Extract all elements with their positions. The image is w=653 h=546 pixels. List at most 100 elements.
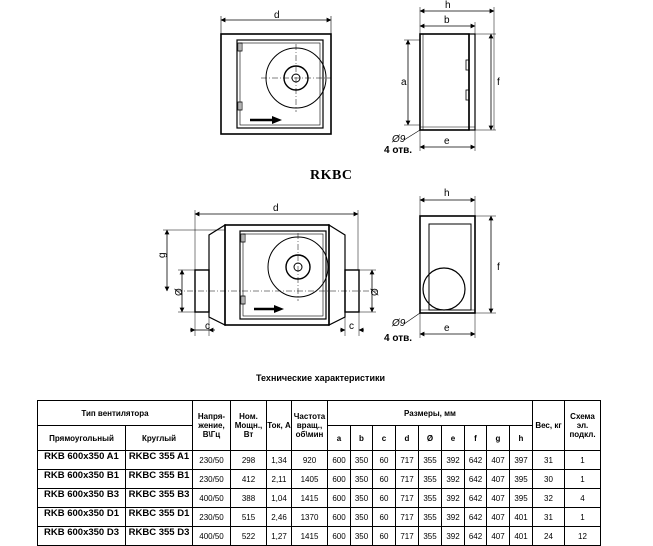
dim-value-cell: 350 [350,469,373,489]
dim-value-cell: 642 [464,526,487,546]
model-rect: RKB 600x350 D1 [44,508,119,519]
weight-cell: 30 [532,469,565,489]
dim-label-e-2: e [444,323,450,334]
dim-value-cell: 395 [509,488,533,508]
model-round-cell: RKBC 355 D3 [125,526,193,546]
dim-label-d-2: d [273,203,279,214]
dim-value-cell: 642 [464,469,487,489]
header-dims: Размеры, мм [327,400,533,426]
model-rect: RKB 600x350 B1 [44,470,119,481]
model-round: RKBC 355 D3 [128,527,190,538]
model-rect-cell: RKB 600x350 B1 [37,469,126,489]
header-power: Ном. Мощн., Вт [230,400,267,451]
dim-value-cell: 717 [395,469,419,489]
weight-cell: 24 [532,526,565,546]
scheme-cell: 1 [564,450,601,470]
model-round-cell: RKBC 355 D1 [125,507,193,527]
rkbc-side-view [403,196,496,338]
dim-value-cell: 717 [395,526,419,546]
dim-value-cell: 392 [441,526,465,546]
dim-value-cell: 717 [395,507,419,527]
header-dim-f: f [464,425,487,451]
model-rect: RKB 600x350 A1 [44,451,119,462]
header-round: Круглый [125,425,193,451]
table-caption: Технические характеристики [256,373,386,383]
model-round: RKBC 355 A1 [128,451,190,462]
dim-value-cell: 392 [441,450,465,470]
dim-label-phi-left: Ø [174,288,185,296]
rkbc-front-view [163,210,378,336]
header-current: Ток, А [266,400,292,451]
dim-value-cell: 60 [372,488,396,508]
dim-value-cell: 600 [327,488,351,508]
rkb-side-view [403,7,496,151]
model-round-cell: RKBC 355 A1 [125,450,193,470]
model-rect-cell: RKB 600x350 D1 [37,507,126,527]
power-cell: 412 [230,469,267,489]
current-cell: 2,46 [266,507,292,527]
voltage-cell: 400/50 [192,488,231,508]
header-dim-e: e [441,425,465,451]
scheme-cell: 1 [564,469,601,489]
power-cell: 388 [230,488,267,508]
scheme-cell: 12 [564,526,601,546]
model-rect-cell: RKB 600x350 A1 [37,450,126,470]
dim-value-cell: 407 [486,450,510,470]
header-rect: Прямоугольный [37,425,126,451]
speed-cell: 1415 [291,488,328,508]
dim-value-cell: 392 [441,507,465,527]
dim-value-cell: 392 [441,469,465,489]
dim-value-cell: 407 [486,526,510,546]
dim-label-phi-right: Ø [370,288,381,296]
model-round-cell: RKBC 355 B3 [125,488,193,508]
current-cell: 1,34 [266,450,292,470]
model-rect: RKB 600x350 D3 [44,527,119,538]
hole-diameter-label-2: Ø9 [391,318,406,329]
model-round: RKBC 355 B1 [128,470,190,481]
dim-value-cell: 355 [418,526,442,546]
model-rect-cell: RKB 600x350 D3 [37,526,126,546]
header-scheme: Схема эл. подкл. [564,400,601,451]
dim-value-cell: 350 [350,450,373,470]
dim-value-cell: 355 [418,507,442,527]
voltage-cell: 230/50 [192,469,231,489]
dim-value-cell: 60 [372,450,396,470]
header-dim-h: h [509,425,533,451]
speed-cell: 1370 [291,507,328,527]
specs-table: Тип вентилятора Напря-жение, В\Гц Ном. М… [37,400,601,546]
dim-value-cell: 642 [464,450,487,470]
speed-cell: 1405 [291,469,328,489]
dim-value-cell: 350 [350,526,373,546]
current-cell: 1,04 [266,488,292,508]
dim-label-b: b [444,15,450,26]
header-dim-b: b [350,425,373,451]
header-type: Тип вентилятора [37,400,193,426]
model-round: RKBC 355 B3 [128,489,190,500]
dim-label-f-2: f [497,262,500,273]
holes-count-label-2: 4 отв. [384,333,412,344]
dim-value-cell: 350 [350,507,373,527]
scheme-cell: 4 [564,488,601,508]
current-cell: 2,11 [266,469,292,489]
dim-label-c-left: c [205,321,210,332]
dim-value-cell: 717 [395,450,419,470]
dim-value-cell: 350 [350,488,373,508]
speed-cell: 920 [291,450,328,470]
dim-value-cell: 642 [464,507,487,527]
weight-cell: 31 [532,507,565,527]
model-round-cell: RKBC 355 B1 [125,469,193,489]
dim-value-cell: 355 [418,488,442,508]
dim-label-d: d [274,10,280,21]
holes-count-label: 4 отв. [384,145,412,156]
dim-value-cell: 355 [418,450,442,470]
header-voltage: Напря-жение, В\Гц [192,400,231,451]
dim-value-cell: 717 [395,488,419,508]
voltage-cell: 230/50 [192,507,231,527]
rkb-front-view [220,16,332,135]
dim-value-cell: 401 [509,507,533,527]
dim-value-cell: 401 [509,526,533,546]
